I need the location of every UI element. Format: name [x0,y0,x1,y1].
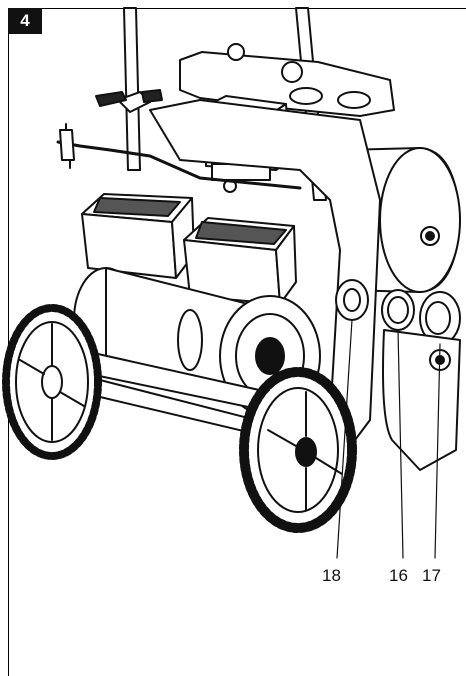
frame-left-line [8,8,9,676]
gauge-housing [382,329,461,471]
wheel-right [239,367,357,533]
handle-clamp-left [95,89,163,107]
cylinder-head-right [183,217,297,305]
power-cable [56,123,302,190]
callout-label-17: 17 [422,566,441,585]
callout-label-16: 16 [389,566,408,585]
fitting-17 [419,291,461,345]
leader-lines [336,319,441,559]
cylinder-head-left [81,193,195,279]
leader-line-16 [397,329,404,559]
wheel-left [2,304,102,460]
leader-line-17 [434,343,441,559]
fitting-18 [335,279,369,321]
handle-left [117,7,151,171]
leader-line-18 [336,319,353,559]
frame-top-line [8,8,466,9]
callout-label-18: 18 [322,566,341,585]
figure-number-badge: 4 [8,8,42,34]
fitting-16 [381,289,415,331]
